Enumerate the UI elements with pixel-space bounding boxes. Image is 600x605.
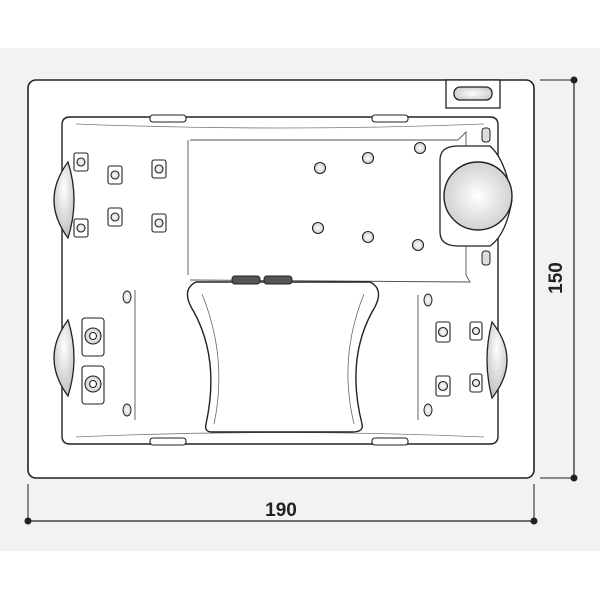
pillow-left-bottom bbox=[53, 318, 75, 398]
headrest-jets bbox=[481, 127, 491, 266]
left-lower-jets bbox=[81, 317, 105, 405]
width-dimension-label: 190 bbox=[265, 500, 297, 521]
footwell-vents bbox=[231, 275, 293, 285]
pillow-right bbox=[486, 320, 508, 400]
pillow-left-top bbox=[53, 160, 75, 240]
width-dimension-line bbox=[24, 484, 538, 525]
height-dimension-label: 150 bbox=[546, 262, 567, 294]
central-footwell bbox=[186, 281, 380, 433]
rim-slot-top-right bbox=[371, 114, 409, 123]
left-seat-jets bbox=[73, 152, 167, 238]
rim-slot-bottom-left bbox=[149, 437, 187, 446]
overflow-control-panel bbox=[445, 79, 501, 109]
right-seat-jets bbox=[435, 321, 483, 397]
height-dimension-line bbox=[540, 76, 578, 482]
platform-jets bbox=[311, 141, 427, 252]
rim-slot-top-left bbox=[149, 114, 187, 123]
headrest-cushion bbox=[439, 145, 513, 247]
rim-slot-bottom-right bbox=[371, 437, 409, 446]
